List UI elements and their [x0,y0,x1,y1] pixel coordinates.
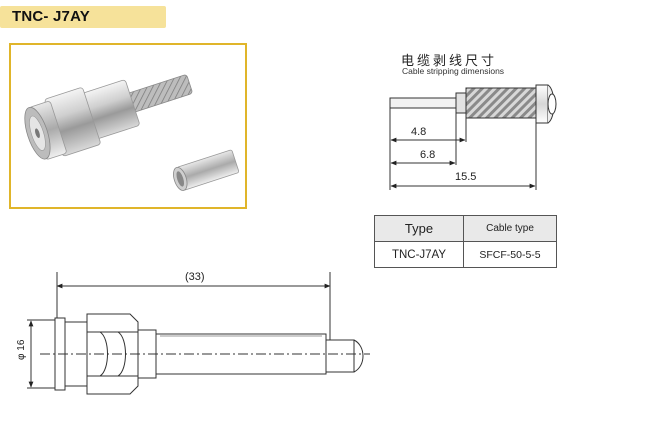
strip-dim-1: 4.8 [411,126,426,138]
header-cable-type: Cable type [463,215,557,242]
strip-dim-3: 15.5 [455,171,476,183]
cable-stripping-drawing [389,84,557,190]
title-banner: TNC- J7AY [0,6,166,28]
spec-table: Type Cable type TNC-J7AY SFCF-50-5-5 [374,215,557,268]
cell-cable-type: SFCF-50-5-5 [463,241,557,268]
strip-dim-2: 6.8 [420,149,435,161]
product-photo [9,43,247,209]
assembly-diameter-label: φ 16 [16,339,27,360]
assembly-length-label: (33) [185,271,205,283]
connector-photo-illustration [24,74,240,191]
cell-type: TNC-J7AY [374,241,464,268]
stripping-title-en: Cable stripping dimensions [402,66,505,76]
assembly-drawing [27,272,370,395]
header-type: Type [374,215,464,242]
product-title: TNC- J7AY [12,8,90,25]
stripping-title-cn: 电缆剥线尺寸 [401,54,498,69]
